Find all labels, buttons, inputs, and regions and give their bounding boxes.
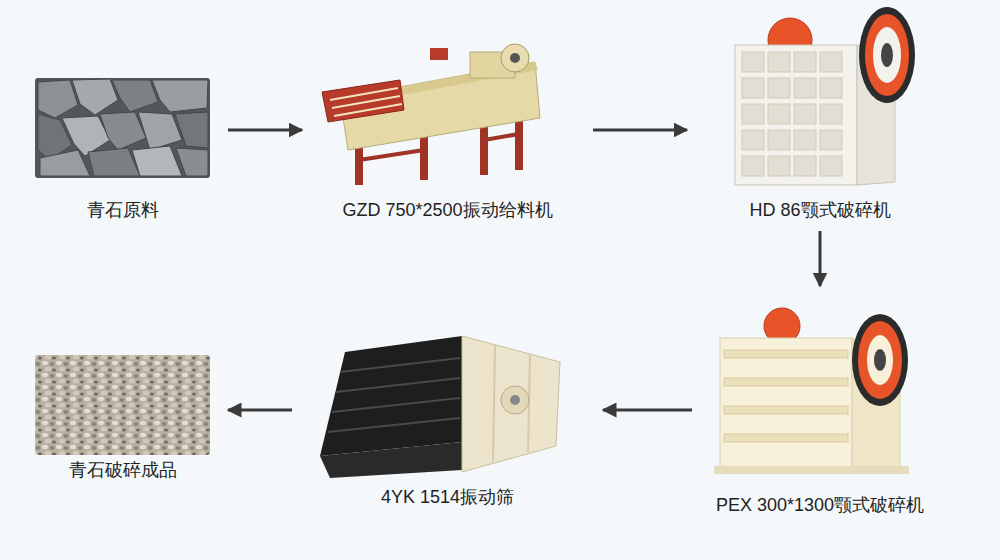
jaw-crusher-part: [735, 45, 857, 185]
vibrating-screen-part: [320, 336, 462, 456]
step-caption: 青石破碎成品: [26, 458, 219, 482]
process-step: HD 86颚式破碎机: [696, 0, 944, 222]
fine-jaw-crusher-part: [852, 314, 908, 406]
step-caption: GZD 750*2500振动给料机: [311, 198, 584, 222]
process-step: GZD 750*2500振动给料机: [311, 35, 584, 222]
vibrating-screen-part: [328, 358, 460, 432]
fine-jaw-crusher-part: [867, 335, 893, 385]
vibrating-screen-part: [493, 345, 495, 462]
vibrating-feeder-part: [359, 150, 424, 160]
fine-jaw-crusher-part: [858, 321, 902, 399]
process-step: PEX 300*1300颚式破碎机: [701, 295, 939, 517]
flow-arrow: [228, 129, 302, 132]
jaw-crusher-part-part: [742, 156, 764, 176]
jaw-crusher-part-part: [742, 130, 764, 150]
jaw-crusher-part-part: [794, 78, 816, 98]
jaw-crusher-part-part: [820, 156, 842, 176]
vibrating-feeder-part: [334, 104, 402, 116]
fine-jaw-crusher-part: [720, 338, 852, 470]
process-step: 青石原料: [26, 70, 219, 222]
jaw-crusher-part-part: [742, 52, 764, 72]
jaw-crusher-part-part: [768, 52, 790, 72]
vibrating-screen-part: [501, 386, 529, 414]
step-caption: 4YK 1514振动筛: [301, 485, 594, 509]
jaw-crusher-part-part: [794, 104, 816, 124]
step-caption: PEX 300*1300颚式破碎机: [701, 493, 939, 517]
vibrating-screen-part: [510, 395, 520, 405]
jaw-crusher-part-part: [794, 130, 816, 150]
vibrating-screen: [320, 336, 560, 478]
jaw-crusher-part-part: [820, 104, 842, 124]
raw-stone-photo-part: [35, 78, 210, 178]
fine-jaw-crusher-part: [874, 349, 886, 371]
jaw-crusher-part-part: [742, 104, 764, 124]
jaw-crusher-part: [873, 27, 901, 83]
vibrating-feeder-part: [322, 80, 404, 122]
raw-stone-photo-part: [72, 79, 118, 115]
jaw-crusher-part-part: [820, 130, 842, 150]
jaw-crusher-part-part: [768, 130, 790, 150]
jaw-crusher-part-part: [768, 104, 790, 124]
fine-jaw-crusher-part-part: [724, 434, 848, 442]
jaw-crusher: [735, 7, 915, 185]
step-caption: 青石原料: [26, 198, 219, 222]
raw-stone-photo: [35, 78, 210, 178]
process-step: 青石破碎成品: [26, 348, 219, 482]
gravel-photo-part: [35, 355, 210, 455]
fine-jaw-crusher-part: [724, 350, 848, 442]
raw-stone-photo-part: [132, 146, 182, 176]
raw-stone-photo-part: [40, 150, 90, 176]
vibrating-screen-part: [462, 336, 560, 472]
vibrating-feeder-part: [430, 48, 448, 60]
raw-stone-photo-part: [38, 80, 78, 118]
flow-arrow: [593, 129, 687, 132]
fine-jaw-crusher-part-part: [724, 378, 848, 386]
jaw-crusher-part-part: [794, 52, 816, 72]
flow-arrow: [228, 409, 292, 412]
vibrating-feeder-part: [484, 134, 519, 140]
flow-arrow: [603, 409, 692, 412]
vibrating-screen-part-part: [336, 378, 460, 392]
gravel-photo: [35, 355, 210, 455]
vibrating-feeder: [322, 44, 540, 185]
fine-jaw-crusher-part: [714, 466, 909, 474]
vibrating-screen-part-part: [332, 398, 460, 412]
step-caption: HD 86颚式破碎机: [696, 198, 944, 222]
jaw-crusher-part: [859, 7, 915, 103]
jaw-crusher-part-part: [820, 78, 842, 98]
jaw-crusher-part-part: [742, 78, 764, 98]
fine-jaw-crusher-part-part: [724, 350, 848, 358]
raw-stone-photo-part: [176, 148, 208, 176]
vibrating-feeder-part: [501, 44, 529, 72]
fine-jaw-crusher: [714, 308, 909, 474]
vibrating-screen-part-part: [340, 358, 460, 372]
vibrating-feeder-part: [510, 53, 520, 63]
fine-jaw-crusher-part-part: [724, 406, 848, 414]
jaw-crusher-part: [881, 43, 893, 67]
raw-stone-photo-part: [152, 80, 208, 112]
jaw-crusher-part: [742, 52, 842, 176]
process-step: 4YK 1514振动筛: [301, 325, 594, 509]
jaw-crusher-part-part: [768, 78, 790, 98]
raw-stone-photo-part: [175, 112, 208, 148]
raw-stone-photo-part: [100, 112, 146, 150]
jaw-crusher-part: [865, 14, 909, 96]
raw-stone-photo-part: [112, 80, 158, 112]
flow-arrow: [819, 231, 822, 286]
jaw-crusher-part-part: [794, 156, 816, 176]
jaw-crusher-part-part: [768, 156, 790, 176]
raw-stone-photo-part: [138, 112, 182, 150]
vibrating-screen-part: [320, 442, 462, 478]
jaw-crusher-part-part: [820, 52, 842, 72]
vibrating-screen-part-part: [328, 418, 460, 432]
